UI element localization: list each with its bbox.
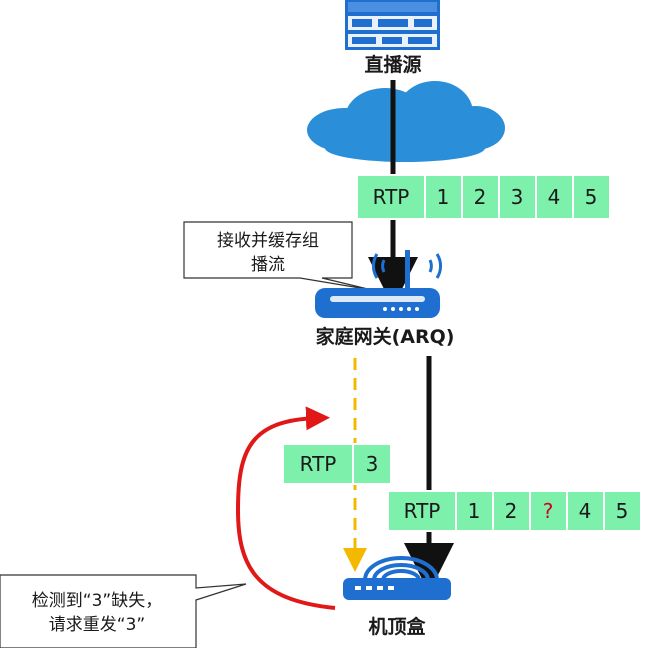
server-icon: [345, 0, 440, 50]
packet-cell: [603, 490, 642, 532]
packet-label: RTP: [404, 499, 441, 523]
packet-cell: [424, 174, 463, 220]
packet-cell: [356, 174, 426, 220]
packet-label: 3: [511, 185, 524, 209]
cloud-icon: [307, 81, 505, 162]
packet-label: 1: [437, 185, 450, 209]
packet-label: 2: [505, 499, 518, 523]
stb-callout: 检测到“3”缺失， 请求重发“3”: [0, 574, 247, 648]
packet-cell: [498, 174, 537, 220]
missing-packet-label: ?: [543, 499, 554, 523]
packet-label: 1: [468, 499, 481, 523]
stb-callout-line2: 请求重发“3”: [49, 615, 145, 635]
retransmit-request-arrow: [235, 406, 336, 610]
upstream-packet-row: RTP 1 2 3 4 5: [356, 174, 611, 220]
packet-cell: [455, 490, 494, 532]
set-top-box-icon: [343, 556, 451, 600]
packet-label: 5: [616, 499, 629, 523]
retransmit-packet-row: RTP 3: [282, 443, 392, 485]
router-icon: [315, 250, 442, 318]
packet-label: 3: [366, 452, 379, 476]
packet-label: 2: [474, 185, 487, 209]
gateway-callout-line1: 接收并缓存组: [217, 231, 319, 251]
downstream-packet-row: RTP 1 2 ? 4 5: [387, 490, 642, 532]
packet-label: RTP: [300, 452, 337, 476]
packet-cell: [387, 490, 457, 532]
source-label: 直播源: [364, 53, 421, 76]
packet-label: 5: [585, 185, 598, 209]
packet-cell: [529, 490, 568, 532]
packet-label: RTP: [373, 185, 410, 209]
packet-cell: [492, 490, 531, 532]
gateway-callout-line2: 播流: [251, 255, 285, 275]
packet-cell: [461, 174, 500, 220]
gateway-label: 家庭网关(ARQ): [316, 325, 455, 348]
packet-cell: [352, 443, 392, 485]
stb-callout-line1: 检测到“3”缺失，: [32, 591, 162, 611]
stb-label: 机顶盒: [368, 615, 426, 638]
gateway-callout: 接收并缓存组 播流: [183, 221, 373, 291]
packet-cell: [282, 443, 354, 485]
packet-cell: [572, 174, 611, 220]
packet-label: 4: [548, 185, 561, 209]
packet-label: 4: [579, 499, 592, 523]
